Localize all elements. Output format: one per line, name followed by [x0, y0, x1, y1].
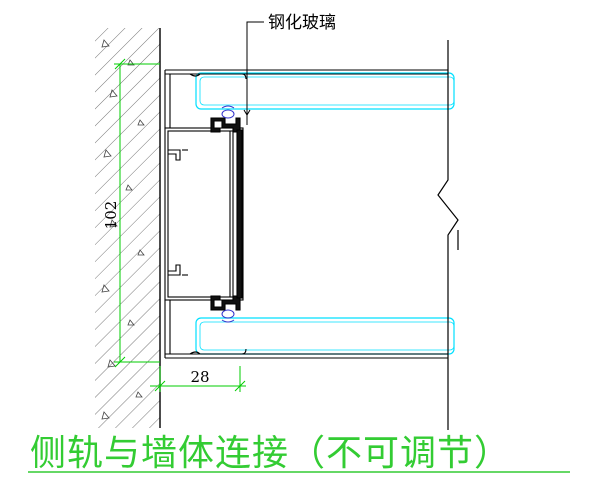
- callout-leader: [243, 21, 264, 125]
- dimension-vertical: [114, 58, 160, 368]
- frame-bottom: [164, 299, 448, 359]
- dimension-vertical-label: 102: [102, 201, 120, 230]
- side-rail-profile: [164, 117, 244, 311]
- break-line: [437, 40, 459, 430]
- drawing-caption: 侧轨与墙体连接（不可调节）: [30, 433, 512, 474]
- concrete-wall: [95, 28, 161, 428]
- glass-pane-top: [195, 72, 455, 110]
- dimension-horizontal-label: 28: [190, 368, 209, 386]
- glass-seal-top: [221, 105, 235, 119]
- dimension-horizontal: [150, 366, 246, 392]
- frame-top: [164, 69, 448, 129]
- tempered-glass-label: 钢化玻璃: [268, 13, 336, 33]
- glass-seal-bottom: [221, 309, 235, 323]
- glass-pane-bottom: [195, 317, 455, 355]
